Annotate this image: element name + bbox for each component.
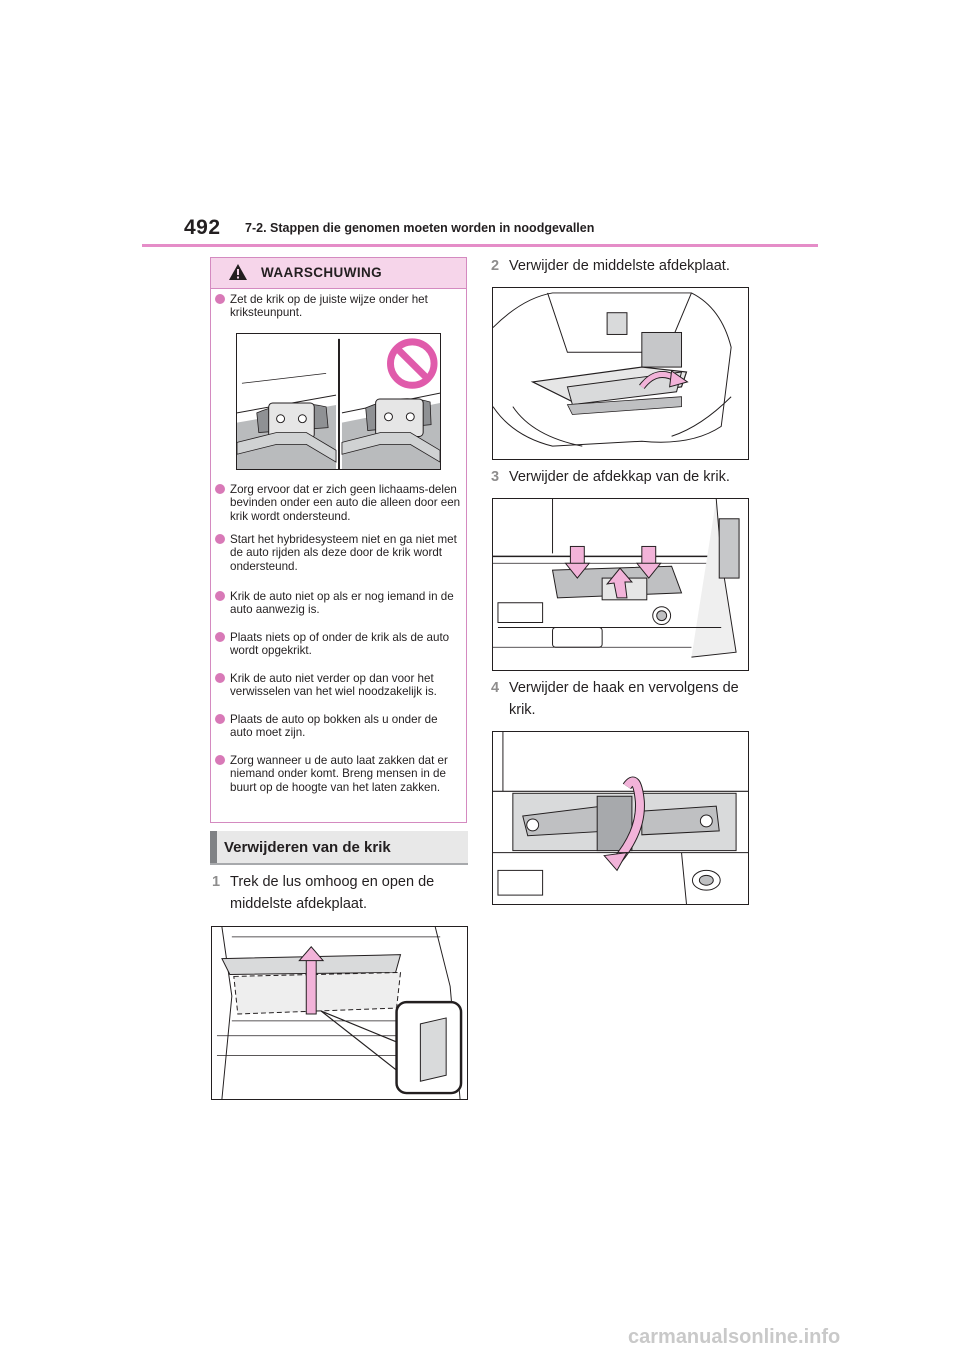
warning-title: WAARSCHUWING xyxy=(261,265,383,280)
bullet-icon xyxy=(215,673,225,683)
bullet-icon xyxy=(215,632,225,642)
header-rule xyxy=(142,244,818,247)
remove-hook-and-jack-illustration xyxy=(492,731,749,905)
step-1: 1 Trek de lus omhoog en open de middelst… xyxy=(212,871,472,915)
page-number: 492 xyxy=(184,216,221,239)
step-4: 4 Verwijder de haak en vervolgens de kri… xyxy=(491,677,761,721)
step-text: Verwijder de haak en vervolgens de krik. xyxy=(509,680,739,718)
step-number: 2 xyxy=(491,258,500,274)
step-text: Verwijder de afdekkap van de krik. xyxy=(509,469,730,485)
bullet-icon xyxy=(215,294,225,304)
warning-box: WAARSCHUWING Zet de krik op de juiste wi… xyxy=(210,257,467,823)
jack-placement-illustration xyxy=(236,333,441,470)
subheading-text: Verwijderen van de krik xyxy=(224,839,391,856)
bullet-icon xyxy=(215,591,225,601)
warning-header: WAARSCHUWING xyxy=(211,258,466,289)
subheading: Verwijderen van de krik xyxy=(210,831,468,865)
section-title: 7-2. Stappen die genomen moeten worden i… xyxy=(245,221,595,235)
remove-jack-cap-illustration xyxy=(492,498,749,671)
bullet-icon xyxy=(215,755,225,765)
open-cover-illustration xyxy=(211,926,468,1100)
step-3: 3 Verwijder de afdekkap van de krik. xyxy=(491,466,761,488)
step-number: 1 xyxy=(212,874,221,890)
remove-cover-illustration xyxy=(492,287,749,460)
step-number: 3 xyxy=(491,469,500,485)
watermark: carmanualsonline.info xyxy=(628,1326,841,1348)
step-number: 4 xyxy=(491,680,500,696)
step-text: Verwijder de middelste afdekplaat. xyxy=(509,258,730,274)
bullet-icon xyxy=(215,534,225,544)
step-2: 2 Verwijder de middelste afdekplaat. xyxy=(491,255,761,277)
bullet-icon xyxy=(215,714,225,724)
warning-triangle-icon xyxy=(229,264,247,280)
step-text: Trek de lus omhoog en open de middelste … xyxy=(230,874,435,912)
bullet-icon xyxy=(215,484,225,494)
